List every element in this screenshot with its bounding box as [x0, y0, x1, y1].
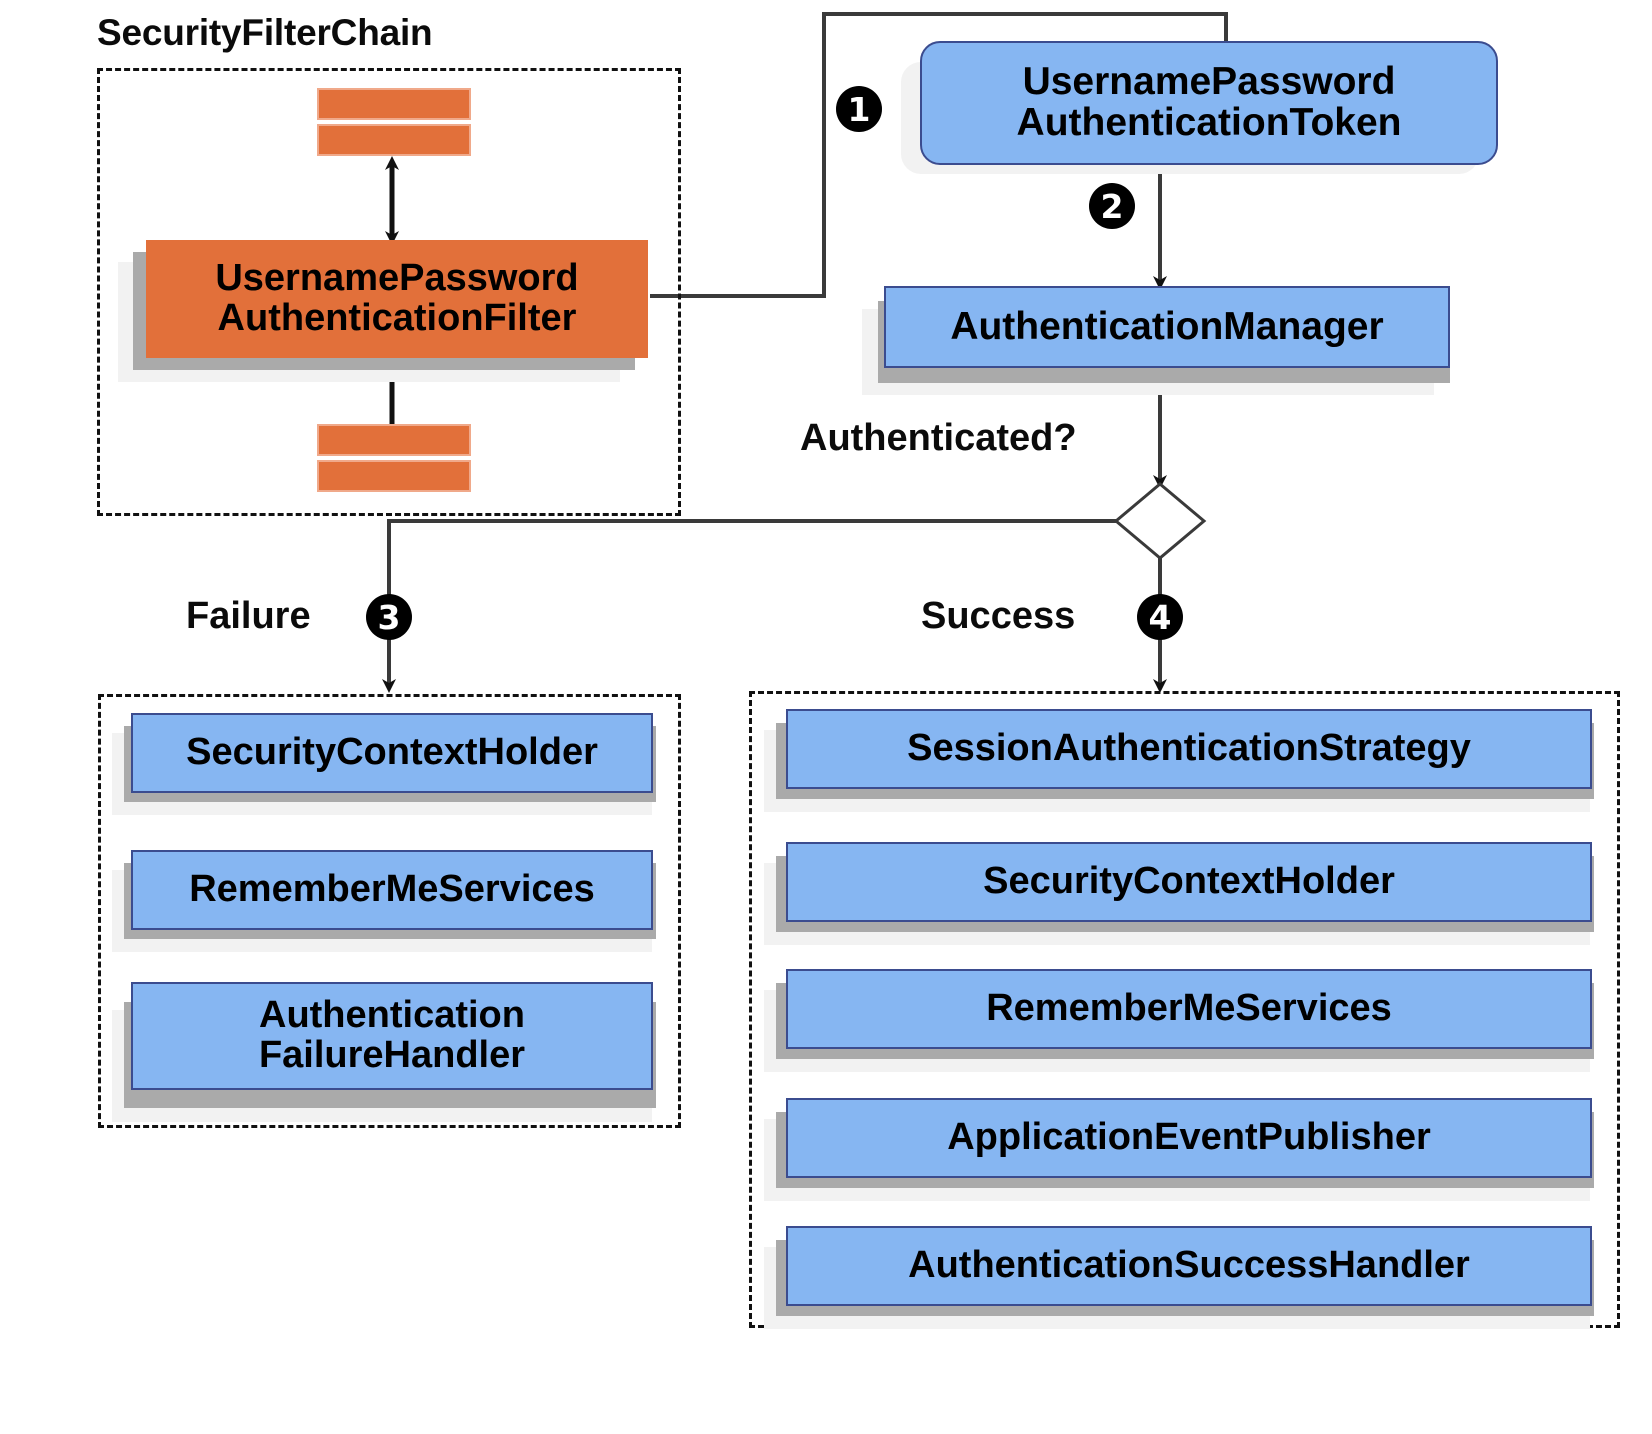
success-item-application-event-publisher[interactable]: ApplicationEventPublisher — [786, 1098, 1592, 1178]
success-item-4-label: ApplicationEventPublisher — [947, 1116, 1431, 1159]
failure-branch-label: Failure — [186, 595, 311, 637]
security-filter-chain-title: SecurityFilterChain — [97, 12, 433, 53]
failure-item-2-label: RememberMeServices — [189, 868, 595, 911]
failure-components-group — [98, 694, 681, 1128]
step-badge-4: 4 — [1137, 594, 1183, 640]
failure-item-3-label-line2: FailureHandler — [258, 1034, 526, 1076]
success-item-authentication-success-handler[interactable]: AuthenticationSuccessHandler — [786, 1226, 1592, 1306]
success-branch-label: Success — [921, 595, 1076, 637]
success-item-session-authentication-strategy[interactable]: SessionAuthenticationStrategy — [786, 709, 1592, 789]
failure-item-security-context-holder[interactable]: SecurityContextHolder — [131, 713, 653, 793]
decision-label: Authenticated? — [800, 417, 1077, 459]
failure-item-authentication-failure-handler[interactable]: Authentication FailureHandler — [131, 982, 653, 1090]
failure-item-remember-me-services[interactable]: RememberMeServices — [131, 850, 653, 930]
token-label-line2: AuthenticationToken — [1016, 101, 1402, 144]
filter-bar-upper-2 — [317, 124, 471, 156]
filter-bar-lower-2 — [317, 460, 471, 492]
filter-bar-lower-1 — [317, 424, 471, 456]
step-badge-1: 1 — [836, 86, 882, 132]
security-filter-chain-group — [97, 68, 681, 516]
success-item-5-label: AuthenticationSuccessHandler — [908, 1244, 1470, 1287]
success-item-2-label: SecurityContextHolder — [983, 860, 1395, 903]
filter-label-line2: AuthenticationFilter — [217, 297, 577, 339]
filter-label-line1: UsernamePassword — [215, 257, 579, 300]
authentication-manager-label: AuthenticationManager — [950, 304, 1384, 348]
success-item-3-label: RememberMeServices — [986, 987, 1392, 1030]
success-item-security-context-holder[interactable]: SecurityContextHolder — [786, 842, 1592, 922]
step-badge-2: 2 — [1089, 183, 1135, 229]
username-password-authentication-token[interactable]: UsernamePassword AuthenticationToken — [920, 41, 1498, 165]
token-label-line1: UsernamePassword — [1022, 60, 1396, 104]
step-badge-3: 3 — [366, 594, 412, 640]
failure-item-1-label: SecurityContextHolder — [186, 731, 598, 774]
username-password-authentication-filter[interactable]: UsernamePassword AuthenticationFilter — [146, 240, 648, 358]
filter-bar-upper-1 — [317, 88, 471, 120]
failure-item-3-label-line1: Authentication — [259, 994, 525, 1037]
success-item-remember-me-services[interactable]: RememberMeServices — [786, 969, 1592, 1049]
success-item-1-label: SessionAuthenticationStrategy — [907, 727, 1471, 770]
authentication-manager[interactable]: AuthenticationManager — [884, 286, 1450, 368]
